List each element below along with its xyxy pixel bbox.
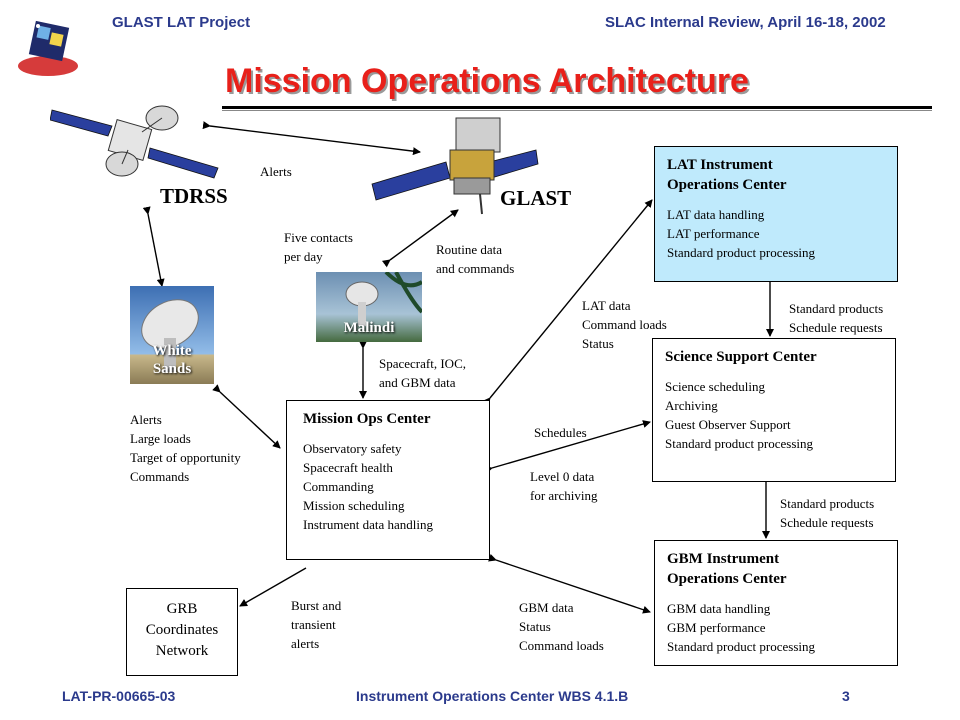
burst-alerts-label: Burst and transient alerts — [291, 598, 342, 651]
malindi-label: Malindi — [343, 320, 395, 336]
gbm-ioc-item: Standard product processing — [667, 639, 816, 654]
std-products-label-2: Standard products Schedule requests — [780, 496, 875, 530]
std-products-label-1: Standard products Schedule requests — [789, 301, 884, 335]
moc-item: Commanding — [303, 479, 374, 494]
malindi-photo: Malindi — [316, 272, 422, 342]
ssc-box: Science Support Center Science schedulin… — [652, 338, 896, 482]
project-name: GLAST LAT Project — [112, 14, 251, 31]
lat-ioc-item: LAT performance — [667, 226, 760, 241]
gbm-data-label: GBM data Status Command loads — [519, 600, 604, 653]
alerts-top-label: Alerts — [260, 164, 292, 179]
level0-label: Level 0 data for archiving — [530, 469, 598, 503]
ssc-item: Standard product processing — [665, 436, 814, 451]
tdrss-satellite-image — [50, 96, 220, 186]
title-underline — [222, 106, 932, 109]
moc-box: Mission Ops Center Observatory safety Sp… — [286, 400, 490, 560]
lat-data-label: LAT data Command loads Status — [582, 298, 667, 351]
ssc-item: Science scheduling — [665, 379, 765, 394]
gbm-ioc-item: GBM data handling — [667, 601, 771, 616]
title-underline-shadow — [222, 110, 932, 111]
moc-title: Mission Ops Center — [303, 411, 431, 427]
schedules-label: Schedules — [534, 425, 587, 440]
white-sands-label: White Sands — [152, 343, 192, 377]
white-sands-photo: White Sands — [130, 286, 214, 384]
lat-ioc-box: LAT Instrument Operations Center LAT dat… — [654, 146, 898, 282]
page-title: Mission Operations Architecture — [225, 62, 749, 100]
glast-logo — [12, 10, 84, 82]
routine-data-label: Routine data and commands — [436, 242, 515, 276]
five-contacts-label: Five contacts per day — [284, 230, 353, 264]
moc-item: Spacecraft health — [303, 460, 393, 475]
footer-title: Instrument Operations Center WBS 4.1.B — [356, 688, 629, 704]
glast-label: GLAST — [500, 186, 572, 210]
ssc-title: Science Support Center — [665, 349, 817, 365]
moc-item: Observatory safety — [303, 441, 402, 456]
glast-spacecraft-image — [370, 114, 540, 224]
spacecraft-ioc-gbm-label: Spacecraft, IOC, and GBM data — [379, 356, 466, 390]
gbm-ioc-item: GBM performance — [667, 620, 766, 635]
review-name: SLAC Internal Review, April 16-18, 2002 — [605, 14, 886, 31]
white-sands-flow-label: Alerts Large loads Target of opportunity… — [130, 412, 241, 484]
lat-ioc-title: LAT Instrument Operations Center — [667, 157, 787, 193]
gbm-ioc-title: GBM Instrument Operations Center — [667, 551, 787, 587]
moc-item: Instrument data handling — [303, 517, 433, 532]
grb-network-box: GRB Coordinates Network — [126, 588, 238, 676]
ssc-item: Guest Observer Support — [665, 417, 791, 432]
lat-ioc-item: Standard product processing — [667, 245, 816, 260]
ssc-item: Archiving — [665, 398, 718, 413]
gbm-ioc-box: GBM Instrument Operations Center GBM dat… — [654, 540, 898, 666]
moc-item: Mission scheduling — [303, 498, 405, 513]
lat-ioc-item: LAT data handling — [667, 207, 765, 222]
page-number: 3 — [842, 688, 850, 704]
document-number: LAT-PR-00665-03 — [62, 688, 176, 704]
tdrss-label: TDRSS — [160, 184, 228, 208]
